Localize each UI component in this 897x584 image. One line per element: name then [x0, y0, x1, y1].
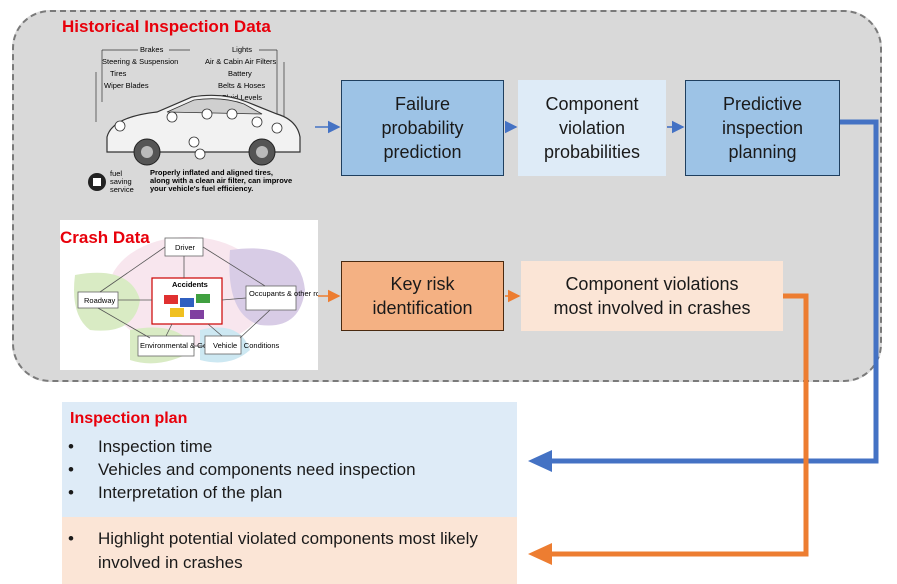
key-risk-box: Key risk identification [341, 261, 504, 331]
badge-saving: saving [110, 177, 132, 186]
crash-vehicle-label: Vehicle [213, 341, 237, 350]
list-item: Interpretation of the plan [62, 481, 416, 504]
list-item: Vehicles and components need inspection [62, 458, 416, 481]
crash-accidents-label: Accidents [172, 280, 208, 289]
label-tires: Tires [110, 69, 127, 78]
inspection-plan-panel: Inspection plan Inspection time Vehicles… [62, 402, 517, 517]
label-fluid: Fluid Levels [222, 93, 262, 102]
component-violations-crashes-text: Component violations most involved in cr… [553, 273, 751, 318]
crash-driver-label: Driver [175, 243, 196, 252]
arrow-predictive-to-plan [548, 119, 879, 464]
crash-data-image: Driver Accidents Roadway Occupants & oth… [60, 220, 349, 370]
crash-roadway-label: Roadway [84, 296, 116, 305]
caption-line2: along with a clean air filter, can impro… [150, 176, 292, 185]
inspection-plan-list: Inspection time Vehicles and components … [62, 435, 416, 504]
component-violations-crashes-box: Component violations most involved in cr… [521, 261, 783, 331]
badge-service: service [110, 185, 134, 194]
component-violation-probabilities-box: Component violation probabilities [518, 80, 666, 176]
failure-probability-text: Failure probability prediction [381, 93, 464, 163]
blue-arrowhead [528, 450, 552, 472]
label-belts: Belts & Hoses [218, 81, 265, 90]
car-illustration: Brakes Steering & Suspension Tires Wiper… [72, 42, 312, 212]
label-wiper: Wiper Blades [104, 81, 149, 90]
predictive-inspection-box: Predictive inspection planning [685, 80, 840, 176]
orange-arrowhead [528, 543, 552, 565]
label-brakes: Brakes [140, 45, 164, 54]
badge-fuel: fuel [110, 169, 122, 178]
label-battery: Battery [228, 69, 252, 78]
list-item: Highlight potential violated components … [62, 527, 502, 575]
crash-occupants-label: Occupants & other road users [249, 289, 318, 298]
list-item: Inspection time [62, 435, 416, 458]
inspection-plan-title: Inspection plan [70, 410, 188, 427]
label-filters: Air & Cabin Air Filters [205, 57, 277, 66]
crash-highlight-panel: Highlight potential violated components … [62, 517, 517, 584]
caption-line1: Properly inflated and aligned tires, [150, 168, 273, 177]
crash-factors-diagram: Driver Accidents Roadway Occupants & oth… [60, 220, 349, 370]
predictive-inspection-text: Predictive inspection planning [721, 93, 804, 163]
car-inspection-image: Brakes Steering & Suspension Tires Wiper… [72, 42, 312, 212]
label-steering: Steering & Suspension [102, 57, 178, 66]
arrow-crash-to-highlight [548, 293, 809, 557]
caption-line3: your vehicle's fuel efficiency. [150, 184, 253, 193]
failure-probability-box: Failure probability prediction [341, 80, 504, 176]
key-risk-text: Key risk identification [372, 273, 473, 318]
component-violation-probabilities-text: Component violation probabilities [543, 93, 641, 163]
label-lights: Lights [232, 45, 252, 54]
crash-data-title: Crash Data [60, 228, 150, 247]
historical-inspection-title: Historical Inspection Data [62, 17, 271, 36]
crash-highlight-list: Highlight potential violated components … [62, 527, 502, 575]
